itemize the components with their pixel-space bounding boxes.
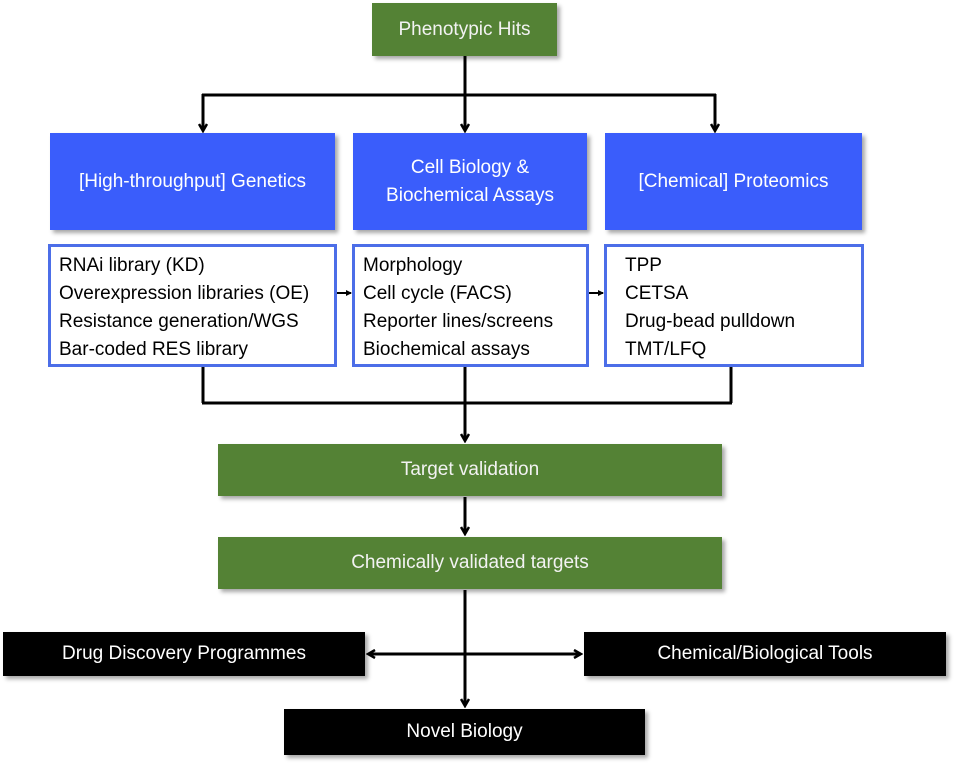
target-validation-label: Target validation: [400, 459, 540, 480]
cell-biology-title-line-1: Cell Biology &: [410, 156, 530, 178]
cell-biology-title-line-2: Biochemical Assays: [386, 184, 554, 206]
drug-discovery-node: Drug Discovery Programmes: [3, 632, 365, 676]
method-item: Bar-coded RES library: [59, 339, 249, 360]
phenotypic-hits-label: Phenotypic Hits: [398, 18, 531, 40]
target-validation-node: Target validation: [218, 444, 722, 496]
method-item: Reporter lines/screens: [363, 311, 554, 332]
cell-biology-header: Cell Biology & Biochemical Assays: [353, 133, 587, 230]
chemically-validated-targets-node: Chemically validated targets: [218, 537, 722, 589]
cell-biology-methods-box: Morphology Cell cycle (FACS) Reporter li…: [352, 244, 589, 367]
method-item: CETSA: [625, 283, 689, 304]
method-item: Cell cycle (FACS): [363, 283, 512, 304]
phenotypic-hits-node: Phenotypic Hits: [372, 3, 557, 56]
method-item: TPP: [625, 255, 662, 276]
proteomics-title: [Chemical] Proteomics: [638, 170, 829, 192]
method-item: RNAi library (KD): [59, 255, 205, 276]
method-item: Biochemical assays: [363, 339, 530, 360]
chemical-biological-tools-label: Chemical/Biological Tools: [657, 643, 873, 664]
proteomics-methods-box: TPP CETSA Drug-bead pulldown TMT/LFQ: [604, 244, 864, 367]
novel-biology-label: Novel Biology: [406, 721, 523, 742]
genetics-methods-box: RNAi library (KD) Overexpression librari…: [48, 244, 337, 367]
novel-biology-node: Novel Biology: [284, 709, 645, 755]
chemical-biological-tools-node: Chemical/Biological Tools: [584, 632, 946, 676]
proteomics-header: [Chemical] Proteomics: [605, 133, 862, 230]
method-item: Overexpression libraries (OE): [59, 283, 310, 304]
method-item: Drug-bead pulldown: [625, 311, 796, 332]
method-item: TMT/LFQ: [625, 339, 707, 360]
genetics-header: [High-throughput] Genetics: [50, 133, 335, 230]
genetics-title: [High-throughput] Genetics: [78, 170, 307, 192]
drug-discovery-label: Drug Discovery Programmes: [62, 643, 306, 664]
method-item: Morphology: [363, 255, 463, 276]
chemically-validated-targets-label: Chemically validated targets: [351, 552, 589, 573]
method-item: Resistance generation/WGS: [59, 311, 299, 332]
